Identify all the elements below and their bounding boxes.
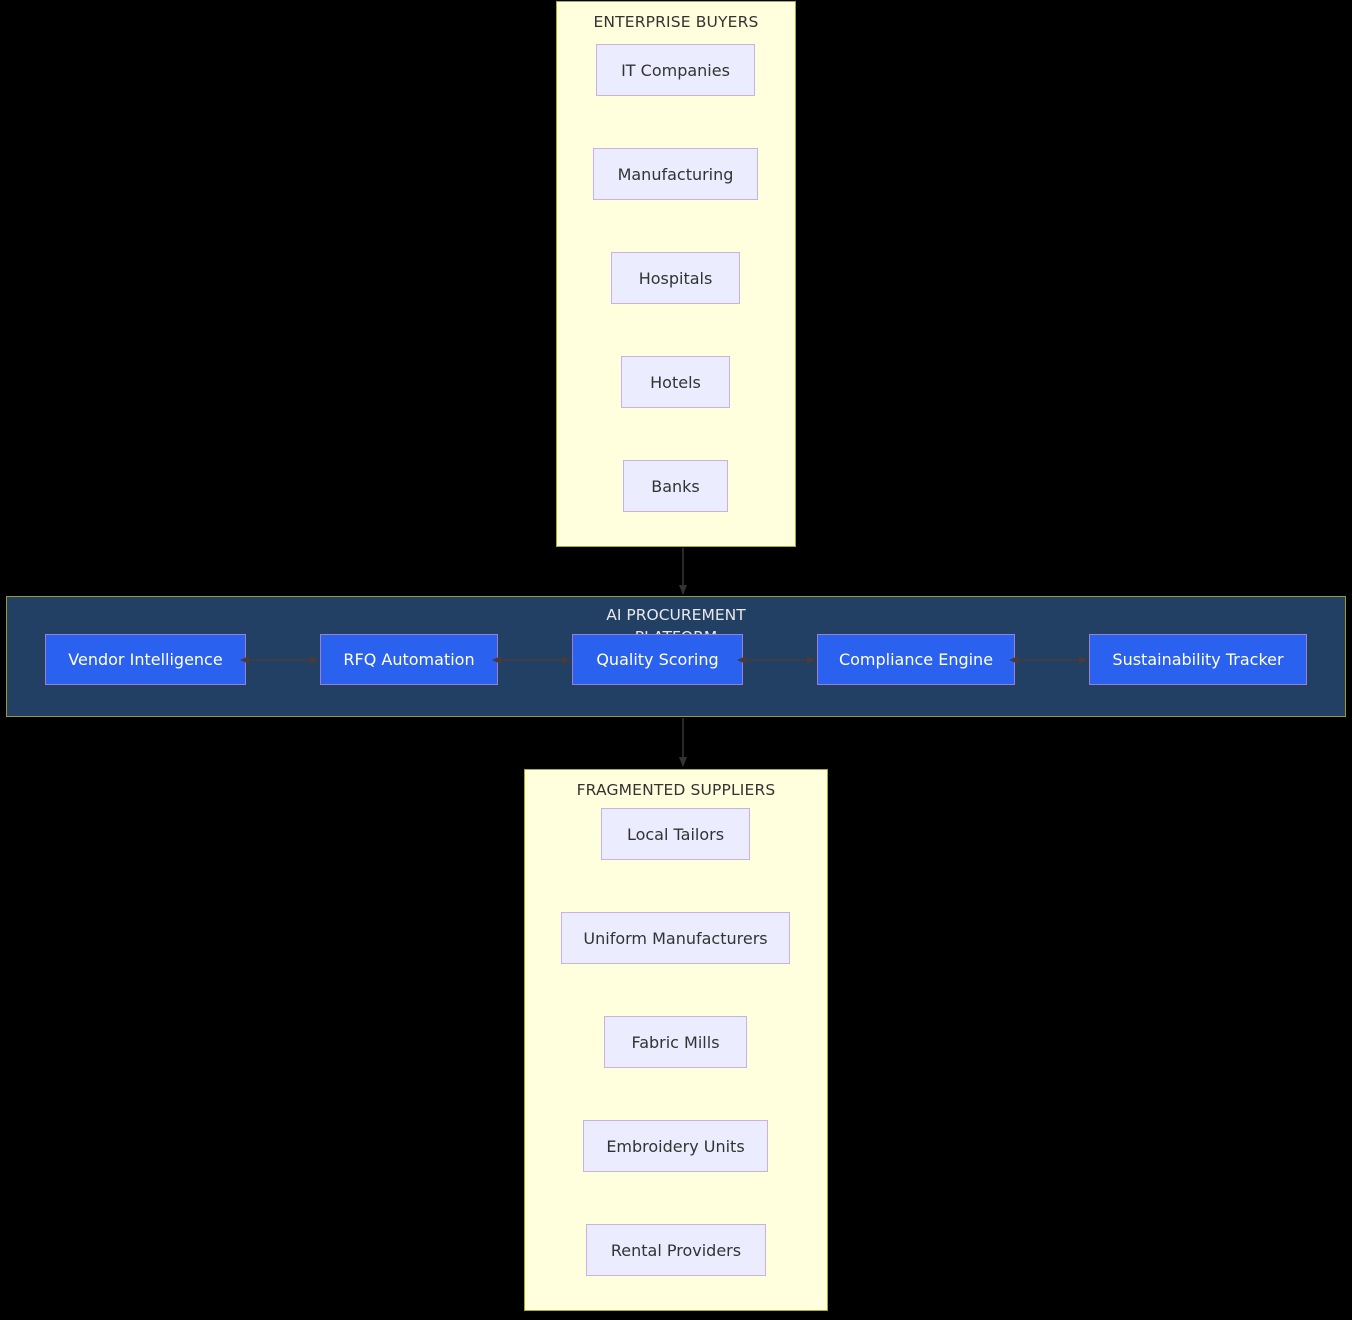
node-label: Quality Scoring bbox=[596, 650, 719, 669]
node-label: Banks bbox=[651, 476, 700, 496]
platform-node-sustainability-tracker[interactable]: Sustainability Tracker bbox=[1089, 634, 1307, 685]
node-label: Hotels bbox=[650, 372, 701, 392]
cluster-label-fragmented-suppliers: FRAGMENTED SUPPLIERS bbox=[576, 781, 776, 799]
node-label: Hospitals bbox=[638, 268, 713, 288]
buyer-node-banks[interactable]: Banks bbox=[623, 460, 728, 512]
buyer-node-hospitals[interactable]: Hospitals bbox=[611, 252, 740, 304]
platform-node-vendor-intelligence[interactable]: Vendor Intelligence bbox=[45, 634, 246, 685]
platform-node-compliance-engine[interactable]: Compliance Engine bbox=[817, 634, 1015, 685]
supplier-node-local-tailors[interactable]: Local Tailors bbox=[601, 808, 750, 860]
node-label: Compliance Engine bbox=[838, 650, 994, 669]
supplier-node-fabric-mills[interactable]: Fabric Mills bbox=[604, 1016, 747, 1068]
node-label: Sustainability Tracker bbox=[1112, 650, 1284, 669]
node-label: Manufacturing bbox=[617, 164, 734, 184]
node-label: Rental Providers bbox=[610, 1240, 742, 1260]
buyer-node-it-companies[interactable]: IT Companies bbox=[596, 44, 755, 96]
supplier-node-uniform-manufacturers[interactable]: Uniform Manufacturers bbox=[561, 912, 790, 964]
platform-node-rfq-automation[interactable]: RFQ Automation bbox=[320, 634, 498, 685]
node-label: Fabric Mills bbox=[631, 1032, 720, 1052]
node-label: Vendor Intelligence bbox=[68, 650, 223, 669]
node-label: Embroidery Units bbox=[606, 1136, 745, 1156]
node-label: RFQ Automation bbox=[343, 650, 475, 669]
node-label: Local Tailors bbox=[626, 824, 725, 844]
supplier-node-embroidery-units[interactable]: Embroidery Units bbox=[583, 1120, 768, 1172]
platform-node-quality-scoring[interactable]: Quality Scoring bbox=[572, 634, 743, 685]
buyer-node-manufacturing[interactable]: Manufacturing bbox=[593, 148, 758, 200]
supplier-node-rental-providers[interactable]: Rental Providers bbox=[586, 1224, 766, 1276]
cluster-label-enterprise-buyers: ENTERPRISE BUYERS bbox=[593, 13, 759, 31]
node-label: Uniform Manufacturers bbox=[583, 928, 768, 948]
buyer-node-hotels[interactable]: Hotels bbox=[621, 356, 730, 408]
node-label: IT Companies bbox=[621, 60, 730, 80]
